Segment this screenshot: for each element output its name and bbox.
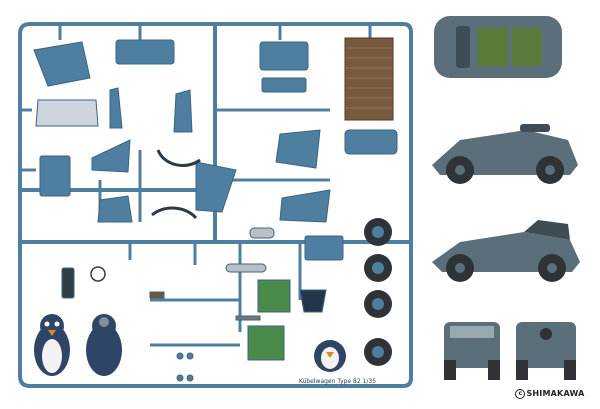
penguin-driver-figure [314, 340, 346, 372]
body-side-panel [275, 129, 321, 169]
credit-text: SHIMAKAWA [526, 389, 585, 398]
door-panel-left [259, 41, 309, 71]
vehicle-front-view [444, 322, 500, 380]
fender-rear [279, 189, 331, 223]
vehicle-top-view [434, 16, 562, 78]
seat-frame-a [39, 155, 71, 197]
penguin-figure-left [34, 314, 70, 376]
vehicle-side-view-top-up [432, 220, 580, 282]
wheels-set [364, 218, 392, 366]
fuel-tank [344, 129, 398, 155]
parts-sprue [18, 22, 413, 388]
floor-pan-b [97, 195, 133, 223]
sprue-parts-lower [61, 227, 327, 382]
battery-box [304, 235, 344, 261]
side-rail [109, 87, 123, 129]
vehicle-views [432, 16, 580, 380]
fender-panel [173, 89, 193, 133]
windshield-frame [35, 99, 99, 127]
hood-panel [33, 41, 91, 87]
sprue-bottom-label: Kübelwagen Type 82 1/35 [298, 378, 377, 385]
floor-grating-part [344, 37, 394, 121]
rear-deck-panel [115, 39, 175, 65]
wheel-3 [364, 290, 392, 318]
vehicle-side-view-folded [432, 124, 578, 184]
engine-cover [195, 161, 237, 213]
wheel-2 [364, 254, 392, 282]
penguin-figure-right [86, 314, 122, 376]
copyright-mark: c [515, 388, 526, 399]
door-panel-right [261, 77, 307, 93]
wheel-arch-parts [151, 149, 201, 220]
wheel-1 [364, 218, 392, 246]
sprue-parts-upper [33, 39, 398, 261]
wheel-4 [364, 338, 392, 366]
floor-pan-a [91, 139, 131, 173]
vehicle-rear-view [516, 322, 576, 380]
